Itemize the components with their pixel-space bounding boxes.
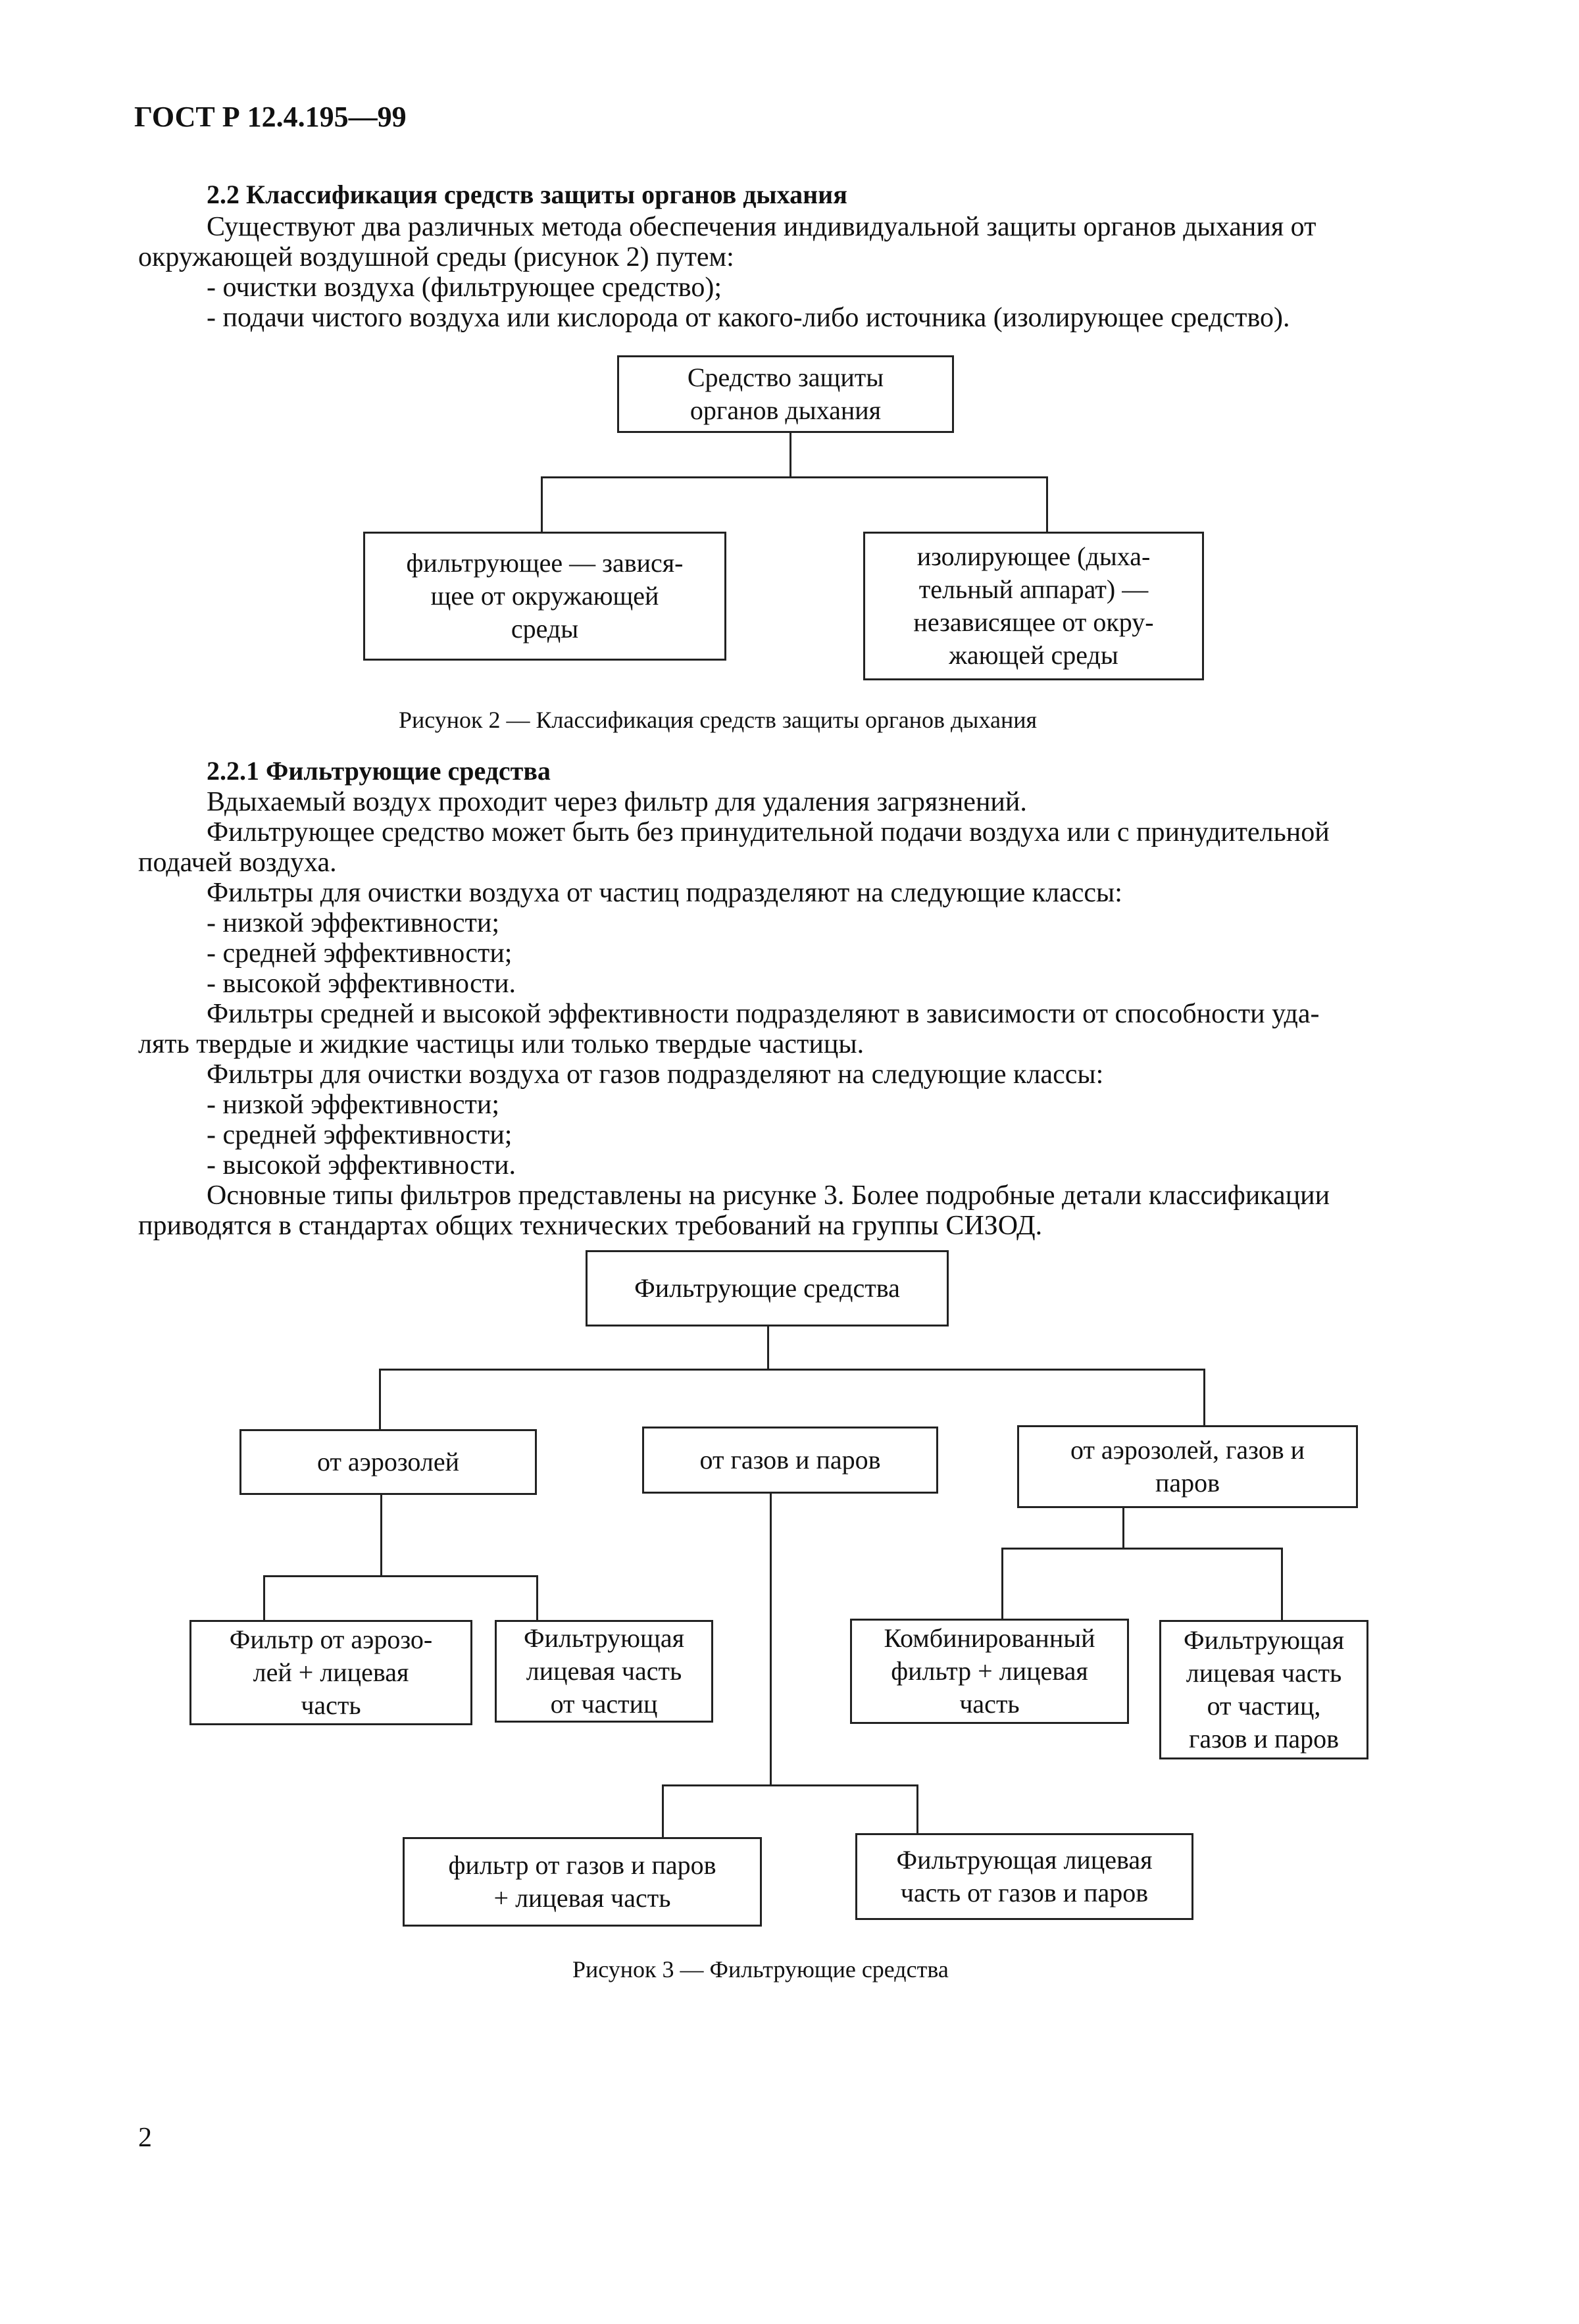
figure-3-caption: Рисунок 3 — Фильтрующие средства (572, 1956, 949, 1983)
fig2-connector (1046, 476, 1048, 533)
fig3-combined-mask-line: лицевая часть (1186, 1658, 1342, 1688)
paragraph-line: Вдыхаемый воздух проходит через фильтр д… (207, 787, 1027, 817)
fig3-aerosol-mask-box: Фильтрующая лицевая часть от частиц (495, 1620, 713, 1723)
fig3-connector (767, 1326, 769, 1370)
fig3-connector (1001, 1548, 1003, 1620)
fig3-connector (263, 1575, 265, 1621)
fig3-connector (536, 1575, 538, 1621)
fig2-filtering-box: фильтрующее — завися- щее от окружающей … (363, 532, 726, 661)
fig3-connector (1122, 1508, 1124, 1549)
fig2-root-line: органов дыхания (689, 395, 882, 425)
fig3-connector (379, 1369, 1205, 1371)
fig3-aerosol-mask-line: от частиц (550, 1689, 658, 1719)
fig2-connector (541, 476, 543, 533)
list-item: - подачи чистого воздуха или кислорода о… (207, 303, 1290, 333)
section-2-2-1-heading: 2.2.1 Фильтрующие средства (207, 756, 551, 786)
fig3-connector (770, 1494, 772, 1786)
fig2-root-line: Средство защиты (687, 363, 884, 392)
fig2-isolating-line: жающей среды (949, 640, 1118, 670)
fig2-root-box: Средство защиты органов дыхания (617, 355, 954, 433)
fig2-isolating-line: изолирующее (дыха- (916, 542, 1151, 571)
fig3-gas-mask-line: часть от газов и паров (900, 1878, 1149, 1907)
paragraph-line: Фильтры средней и высокой эффективности … (207, 999, 1320, 1029)
paragraph-line: подачей воздуха. (138, 847, 337, 878)
fig3-combined-filter-line: часть (959, 1689, 1020, 1719)
paragraph-line: Фильтры для очистки воздуха от частиц по… (207, 878, 1122, 908)
fig3-gas-box: от газов и паров (642, 1427, 938, 1494)
fig3-combined-mask-line: Фильтрующая (1184, 1625, 1344, 1655)
fig3-connector (380, 1495, 382, 1577)
fig3-aerosol-box: от аэрозолей (239, 1429, 537, 1495)
fig2-filtering-line: фильтрующее — завися- (406, 548, 684, 578)
fig2-filtering-line: щее от окружающей (430, 581, 659, 611)
list-item: - высокой эффективности. (207, 1150, 516, 1180)
fig3-aerosol-filter-line: лей + лицевая (253, 1657, 409, 1687)
fig3-combined-filter-box: Комбинированный фильтр + лицевая часть (850, 1619, 1129, 1724)
list-item: - высокой эффективности. (207, 969, 516, 999)
fig3-gas-filter-line: + лицевая часть (493, 1883, 671, 1913)
fig3-connector (662, 1784, 664, 1838)
fig2-isolating-line: независящее от окру- (913, 607, 1154, 637)
fig3-combined-line: от аэрозолей, газов и (1070, 1435, 1305, 1465)
fig3-gas-mask-box: Фильтрующая лицевая часть от газов и пар… (855, 1833, 1193, 1920)
fig2-connector (790, 433, 791, 478)
fig3-gas-label: от газов и паров (699, 1445, 881, 1475)
figure-2-caption: Рисунок 2 — Классификация средств защиты… (399, 707, 1038, 733)
fig3-aerosol-filter-line: часть (301, 1690, 361, 1720)
fig3-aerosol-mask-line: лицевая часть (526, 1656, 682, 1686)
fig2-connector (541, 476, 1047, 478)
list-item: - средней эффективности; (207, 1120, 513, 1150)
paragraph-line: Существуют два различных метода обеспече… (207, 212, 1316, 242)
list-item: - низкой эффективности; (207, 908, 500, 938)
paragraph-line: Фильтрующее средство может быть без прин… (207, 817, 1330, 847)
fig2-filtering-line: среды (511, 614, 579, 644)
page-number: 2 (138, 2123, 152, 2153)
fig3-connector (379, 1369, 381, 1430)
list-item: - очистки воздуха (фильтрующее средство)… (207, 272, 722, 303)
fig3-combined-mask-line: газов и паров (1188, 1724, 1340, 1754)
list-item: - низкой эффективности; (207, 1090, 500, 1120)
fig3-aerosol-label: от аэрозолей (316, 1447, 460, 1477)
fig3-root-label: Фильтрующие средства (634, 1273, 900, 1303)
paragraph-line: лять твердые и жидкие частицы или только… (138, 1029, 865, 1059)
fig3-connector (1203, 1369, 1205, 1430)
document-header: ГОСТ Р 12.4.195—99 (134, 101, 407, 133)
fig3-connector (916, 1784, 918, 1834)
fig2-isolating-line: тельный аппарат) — (918, 574, 1149, 604)
fig3-combined-filter-line: Комбинированный (884, 1623, 1095, 1653)
fig3-connector (1281, 1548, 1283, 1621)
paragraph-line: Фильтры для очистки воздуха от газов под… (207, 1059, 1104, 1090)
fig3-connector (662, 1784, 918, 1786)
fig3-combined-filter-line: фильтр + лицевая (891, 1656, 1088, 1686)
fig3-root-box: Фильтрующие средства (586, 1250, 949, 1326)
paragraph-line: приводятся в стандартах общих технически… (138, 1211, 1043, 1241)
fig3-combined-box: от аэрозолей, газов и паров (1017, 1425, 1358, 1508)
section-2-2-heading: 2.2 Классификация средств защиты органов… (207, 180, 847, 209)
fig3-gas-mask-line: Фильтрующая лицевая (896, 1845, 1153, 1875)
paragraph-line: Основные типы фильтров представлены на р… (207, 1180, 1330, 1211)
list-item: - средней эффективности; (207, 938, 513, 969)
fig3-gas-filter-line: фильтр от газов и паров (448, 1850, 716, 1880)
fig3-combined-mask-line: от частиц, (1207, 1691, 1321, 1721)
fig3-connector (1001, 1548, 1283, 1550)
fig3-aerosol-mask-line: Фильтрующая (524, 1623, 684, 1653)
fig3-aerosol-filter-box: Фильтр от аэрозо- лей + лицевая часть (189, 1620, 472, 1725)
fig3-connector (263, 1575, 538, 1577)
fig3-combined-line: паров (1155, 1468, 1220, 1498)
fig3-aerosol-filter-line: Фильтр от аэрозо- (229, 1625, 433, 1654)
fig3-gas-filter-box: фильтр от газов и паров + лицевая часть (403, 1837, 762, 1927)
paragraph-line: окружающей воздушной среды (рисунок 2) п… (138, 242, 734, 272)
fig2-isolating-box: изолирующее (дыха- тельный аппарат) — не… (863, 532, 1204, 680)
fig3-combined-mask-box: Фильтрующая лицевая часть от частиц, газ… (1159, 1620, 1368, 1759)
